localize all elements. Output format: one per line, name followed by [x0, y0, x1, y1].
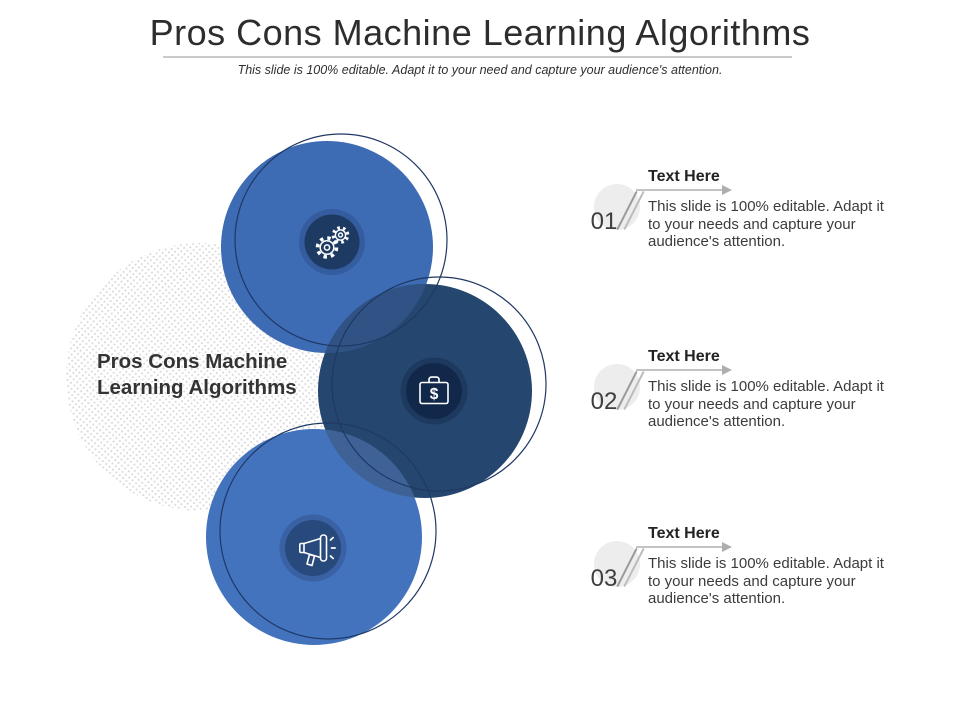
item-number: 02: [590, 388, 618, 415]
circle-top-outline: [234, 133, 448, 347]
list-item-02: 02 Text Here This slide is 100% editable…: [570, 348, 900, 468]
list-item-01: 01 Text Here This slide is 100% editable…: [570, 168, 900, 288]
item-heading: Text Here: [648, 525, 720, 542]
arrow-line: [636, 546, 722, 548]
circles-diagram: $: [66, 133, 547, 645]
megaphone-icon: [299, 534, 336, 567]
number-circle: [594, 541, 640, 587]
megaphone-badge: [279, 514, 347, 582]
arrow-right-icon: [722, 185, 732, 195]
overlap-top-middle: [318, 284, 433, 353]
badge-circle-bottom: [285, 520, 341, 576]
badge-circle-middle: [406, 363, 462, 419]
number-circle: [594, 184, 640, 230]
item-body: This slide is 100% editable. Adapt it to…: [648, 555, 884, 608]
item-body: This slide is 100% editable. Adapt it to…: [648, 378, 884, 431]
title-underline: [163, 56, 792, 58]
arrow-line: [636, 189, 722, 191]
number-circle: [594, 364, 640, 410]
circle-bottom-outline: [219, 422, 437, 640]
circle-middle-outline: [331, 276, 547, 492]
briefcase-dollar-icon: $: [419, 376, 449, 405]
gears-icon: [315, 226, 350, 259]
arrow-right-icon: [722, 365, 732, 375]
item-number: 03: [590, 565, 618, 592]
slide-subtitle: This slide is 100% editable. Adapt it to…: [237, 63, 723, 77]
item-heading: Text Here: [648, 168, 720, 185]
gears-badge: [299, 209, 365, 275]
center-label-line2: Learning Algorithms: [97, 375, 297, 399]
slide-title: Pros Cons Machine Learning Algorithms: [149, 12, 811, 53]
list-item-03: 03 Text Here This slide is 100% editable…: [570, 525, 900, 645]
arrow-right-icon: [722, 542, 732, 552]
item-number: 01: [590, 208, 618, 235]
dollar-sign: $: [430, 386, 439, 403]
center-label-line1: Pros Cons Machine: [97, 350, 288, 373]
arrow-line: [636, 369, 722, 371]
diagram-center-label: Pros Cons Machine Learning Algorithms: [97, 349, 297, 400]
briefcase-badge: $: [400, 357, 468, 425]
item-heading: Text Here: [648, 348, 720, 365]
item-body: This slide is 100% editable. Adapt it to…: [648, 198, 884, 251]
